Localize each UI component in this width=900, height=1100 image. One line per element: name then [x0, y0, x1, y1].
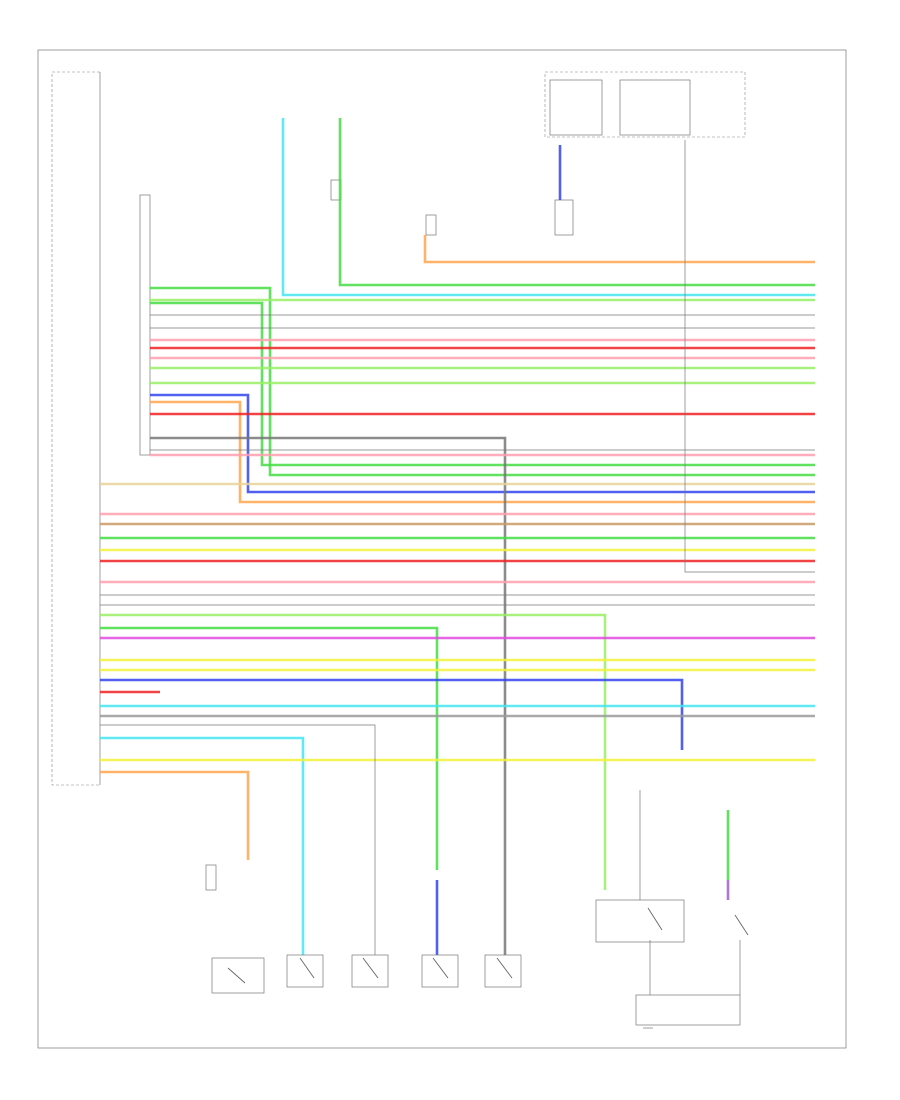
wire-lt-blu — [281, 118, 815, 297]
wire-grn — [100, 626, 439, 870]
wire-thin — [684, 140, 815, 573]
switch-icon — [286, 954, 324, 988]
wire-blu — [150, 393, 815, 494]
wire-orn — [100, 770, 250, 860]
switch-icon — [211, 957, 265, 994]
splice-icon — [595, 899, 685, 943]
wire-blu — [100, 678, 684, 750]
switch-icon — [484, 954, 522, 988]
fuse-icon — [425, 214, 437, 236]
control-unit-outline — [51, 71, 100, 786]
wire-blk — [150, 436, 507, 955]
wire-grn — [338, 118, 815, 287]
connector-block — [139, 194, 151, 456]
relay-box-inner-left — [549, 79, 603, 136]
wire-orn — [423, 235, 815, 264]
splice-icon — [635, 994, 741, 1026]
wire-lt-grn — [100, 613, 607, 890]
fuse-icon — [205, 864, 217, 891]
wire-thin — [100, 724, 376, 955]
switch-connector — [554, 199, 574, 236]
relay-icon — [647, 907, 749, 936]
wire-group — [100, 118, 815, 995]
wire-lt-blu — [100, 736, 305, 955]
diagram-frame — [37, 49, 847, 1049]
relay-box-outline — [544, 71, 746, 138]
switch-icon — [421, 954, 459, 988]
switch-icon — [351, 954, 389, 988]
wire-orn — [150, 400, 815, 504]
relay-box-inner-right — [619, 79, 691, 136]
wire-grn — [150, 286, 815, 477]
